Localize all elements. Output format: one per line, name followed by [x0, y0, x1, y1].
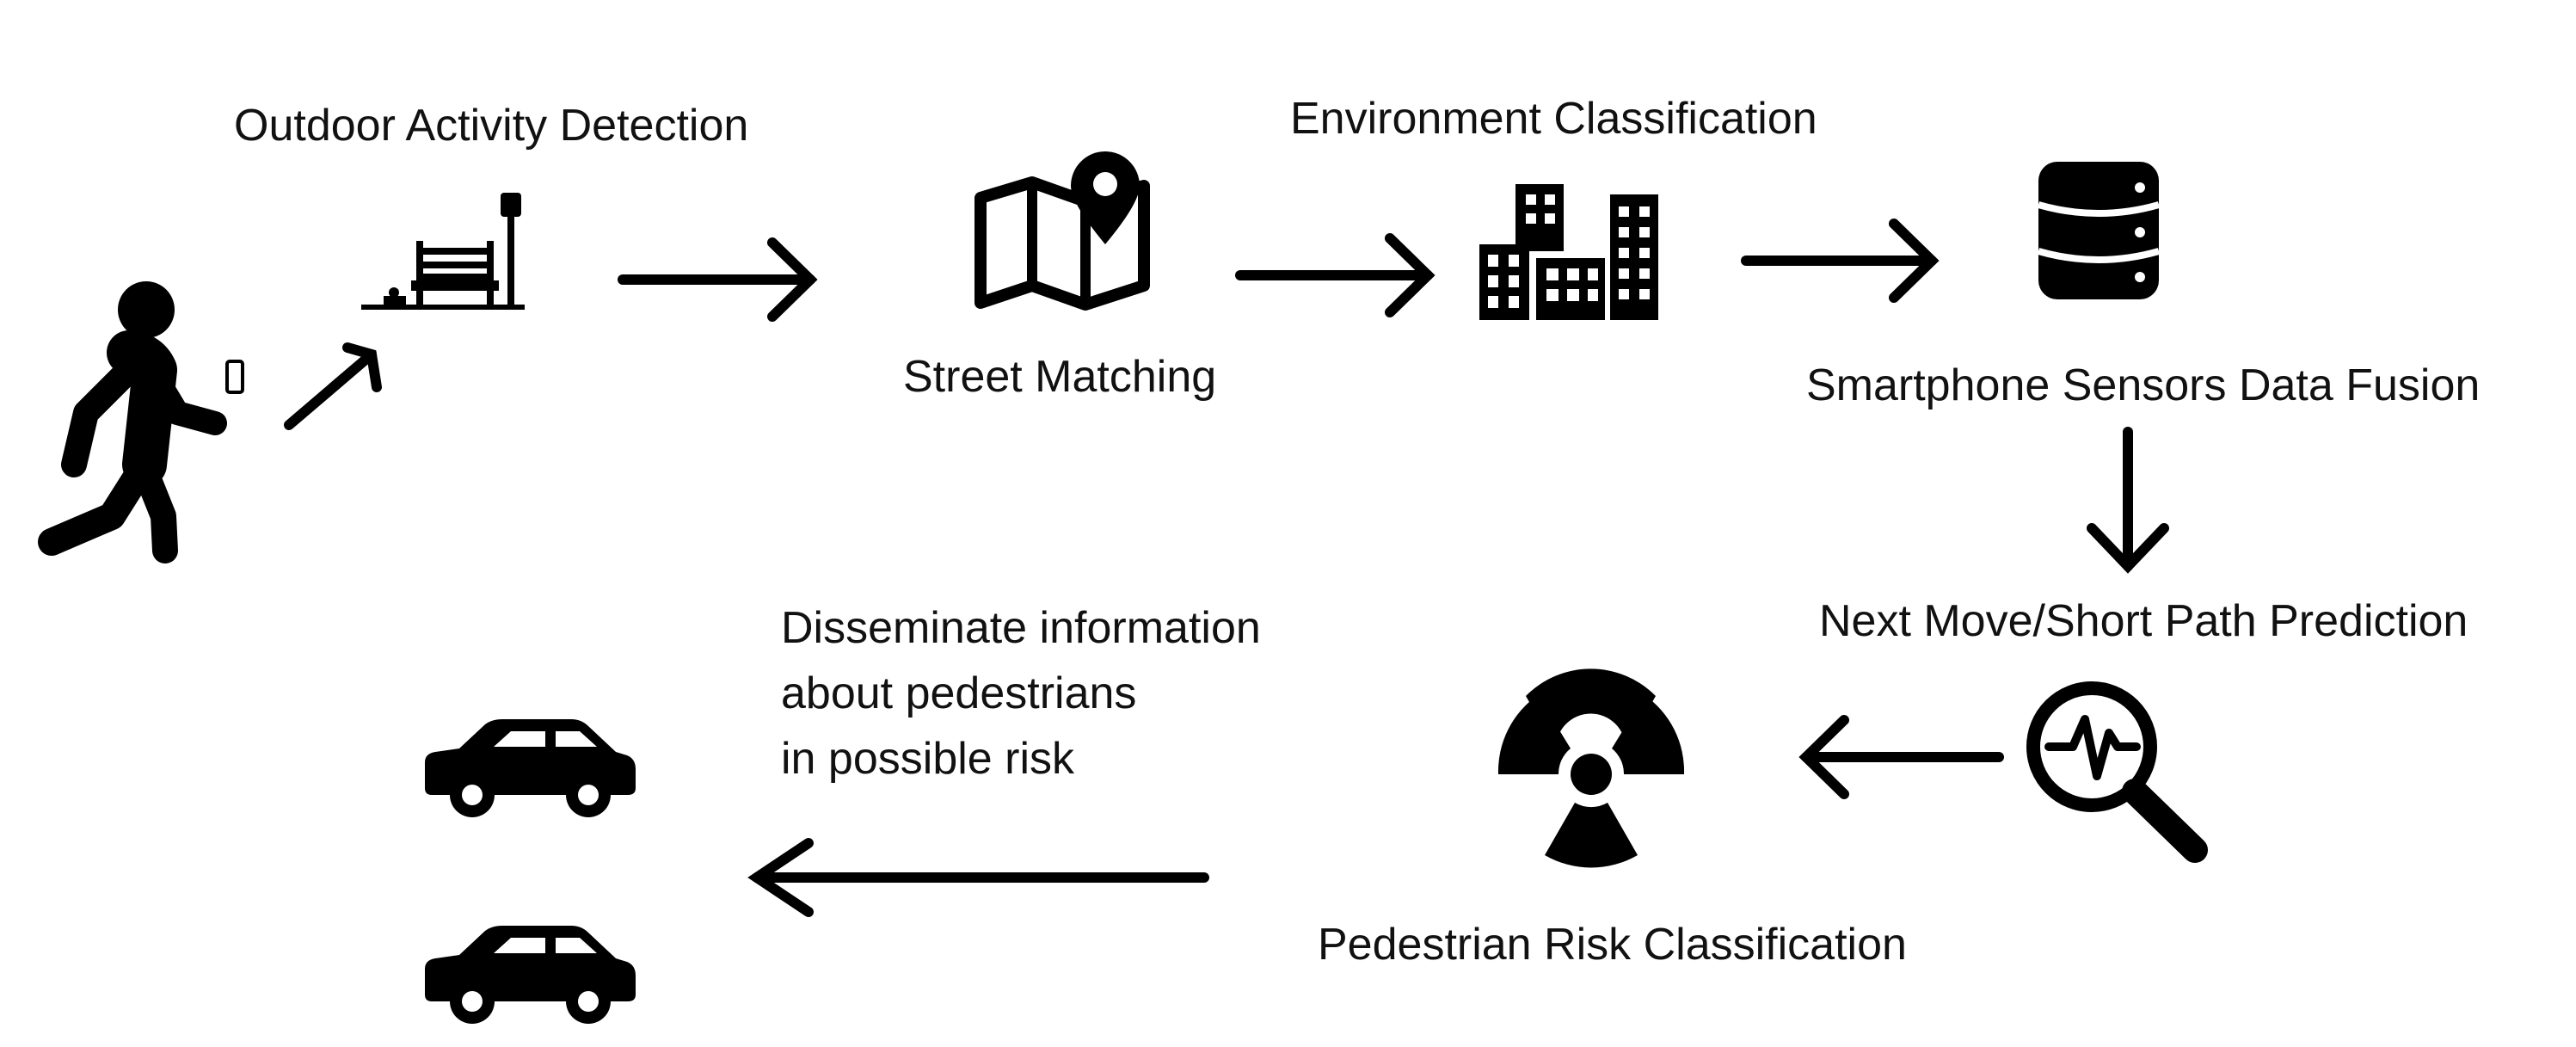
- disseminate-line-3: in possible risk: [781, 734, 1075, 784]
- buildings-icon: [1479, 184, 1658, 320]
- analytics-search-icon: [2026, 681, 2208, 863]
- arrow-street-to-environment: [1235, 233, 1436, 317]
- radiation-icon: [1497, 668, 1685, 868]
- label-outdoor-activity: Outdoor Activity Detection: [234, 101, 749, 151]
- car-icon: [425, 719, 636, 817]
- disseminate-line-1: Disseminate information: [781, 603, 1261, 653]
- arrow-fusion-to-nextmove: [2087, 427, 2169, 574]
- car-icon: [425, 926, 636, 1024]
- arrow-environment-to-fusion: [1741, 219, 1940, 303]
- map-pin-icon: [974, 151, 1150, 311]
- label-disseminate: Disseminate information about pedestrian…: [781, 595, 1261, 791]
- arrow-risk-to-cars: [747, 838, 1209, 917]
- label-next-move: Next Move/Short Path Prediction: [1819, 596, 2468, 646]
- arrow-nextmove-to-risk: [1798, 715, 2004, 799]
- label-street-matching: Street Matching: [903, 352, 1217, 402]
- label-sensor-fusion: Smartphone Sensors Data Fusion: [1806, 360, 2481, 410]
- pedestrian-icon: [38, 281, 227, 564]
- park-bench-icon: [361, 193, 525, 310]
- disseminate-line-2: about pedestrians: [781, 668, 1137, 718]
- label-environment: Environment Classification: [1290, 94, 1817, 144]
- arrow-pedestrian-to-outdoor: [284, 342, 382, 430]
- database-icon: [2037, 162, 2161, 299]
- smartphone-icon: [225, 360, 244, 394]
- arrow-outdoor-to-street: [618, 237, 818, 322]
- label-risk: Pedestrian Risk Classification: [1318, 920, 1907, 970]
